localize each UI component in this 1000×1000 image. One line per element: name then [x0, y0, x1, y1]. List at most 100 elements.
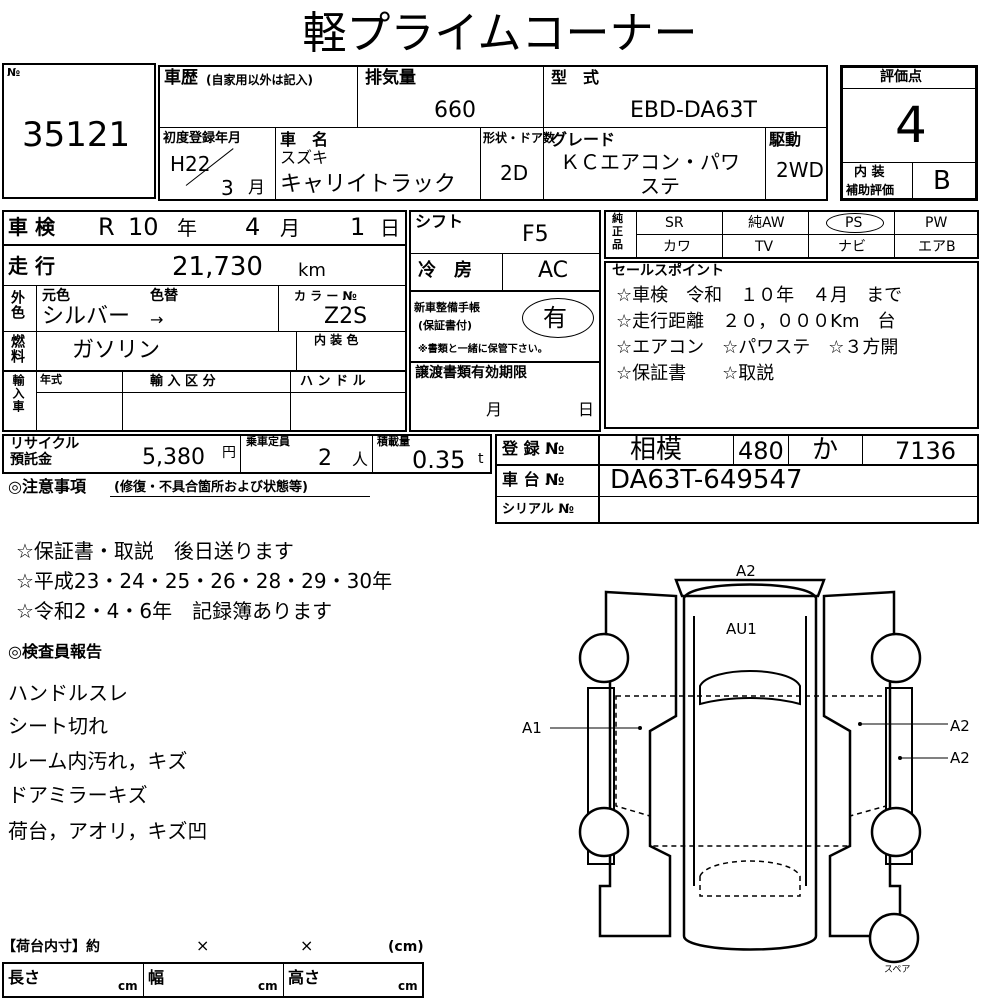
transfer-month-unit: 月	[486, 400, 503, 419]
equip-sr: SR	[665, 215, 684, 231]
wheel-rear-left	[578, 806, 630, 858]
inspector-line: ドアミラーキズ	[8, 783, 148, 807]
sales-point-line: ☆走行距離 ２０，０００Km 台	[616, 311, 896, 332]
bed-dim-table	[2, 962, 424, 998]
diagram-label-left: A1	[522, 719, 542, 737]
car-name-label: 車 名	[280, 130, 329, 149]
left-side-rail	[587, 687, 615, 865]
displacement-value: 660	[434, 98, 476, 123]
inspector-heading: ◎検査員報告	[8, 642, 102, 661]
first-reg-month-unit: 月	[248, 178, 265, 198]
inspection-day-unit: 日	[380, 216, 400, 240]
inspection-block	[2, 210, 407, 432]
inspector-line: 荷台，アオリ，キズ凹	[8, 819, 208, 843]
bed-times2: ×	[300, 936, 314, 955]
bed-times1: ×	[196, 936, 210, 955]
history-sub: (自家用以外は記入)	[206, 73, 313, 87]
recycle-block	[2, 434, 492, 474]
aircon-label: 冷 房	[418, 260, 472, 281]
front-bumper	[674, 578, 826, 598]
interior-color-label: 内 装 色	[314, 333, 359, 347]
registration-area: 相模	[630, 435, 683, 465]
interior-score-label2: 補助評価	[846, 183, 895, 197]
shift-label: シフト	[415, 212, 464, 231]
registration-class: 480	[738, 437, 784, 465]
sales-point-line: ☆保証書 ☆取説	[616, 363, 775, 384]
load-unit: t	[478, 451, 484, 467]
wheel-spare	[868, 912, 920, 964]
inspection-year: 10	[128, 213, 159, 241]
equip-leather: カワ	[663, 239, 691, 255]
grade-line2: ステ	[640, 174, 680, 198]
mileage-value: 21,730	[172, 252, 263, 282]
wheel-front-right	[870, 632, 922, 684]
inspection-era: R	[98, 213, 115, 241]
interior-score-label1: 内 装	[854, 165, 885, 180]
equip-aw: 純AW	[748, 215, 785, 231]
inspection-month-unit: 月	[280, 216, 300, 240]
model-label: 型 式	[551, 68, 600, 87]
sales-points-block	[604, 261, 979, 429]
import-year-label: 年式	[40, 373, 62, 386]
inspection-year-unit: 年	[177, 216, 197, 240]
recycle-label1: リサイクル	[10, 436, 80, 452]
sales-point-line: ☆車検 令和 １０年 ４月 まで	[616, 285, 903, 306]
inspector-line: シート切れ	[8, 714, 108, 738]
wheel-front-left	[578, 632, 630, 684]
recycle-unit: 円	[222, 445, 236, 461]
wheel-rear-right	[870, 806, 922, 858]
equip-navi: ナビ	[838, 239, 866, 255]
equipment-block	[604, 210, 979, 259]
diagram-label-right2: A2	[950, 749, 970, 767]
warranty-label2: (保証書付)	[418, 319, 473, 332]
transfer-day-unit: 日	[578, 400, 595, 419]
drive-value: 2WD	[776, 158, 824, 182]
grade-line1: ＫＣエアコン・パワ	[560, 150, 740, 174]
fuel-value: ガソリン	[72, 338, 161, 363]
bed-outline-dashed	[615, 695, 887, 847]
bed-length-label: 長さ	[8, 968, 41, 987]
import-side-label: 輸入車	[11, 374, 25, 413]
score-box	[840, 65, 978, 201]
registration-block	[495, 434, 979, 524]
color-code: Z2S	[324, 304, 368, 329]
bed-width-label: 幅	[148, 968, 165, 987]
orig-color-label: 元色	[42, 288, 70, 304]
shift-block	[409, 210, 601, 432]
warranty-label1: 新車整備手帳	[414, 301, 480, 314]
fuel-label: 燃料	[9, 334, 25, 364]
inspector-line: ルーム内汚れ，キズ	[8, 749, 188, 773]
color-code-label: カ ラ ー №	[294, 289, 357, 303]
registration-kana: か	[812, 435, 839, 465]
vehicle-info-box	[158, 65, 828, 201]
windshield	[699, 670, 801, 706]
grade-label: グレード	[551, 130, 616, 149]
interior-score-value: B	[933, 166, 951, 196]
registration-label: 登 録 №	[502, 439, 565, 458]
warranty-oval	[522, 298, 594, 338]
color-value: シルバー	[42, 304, 131, 329]
import-type-label: 輸 入 区 分	[150, 374, 216, 389]
doors-label: 形状・ドア数	[483, 131, 556, 145]
notes-heading: ◎注意事項	[8, 477, 86, 496]
change-color-label: 色替	[150, 288, 178, 304]
bed-height-cm: cm	[398, 979, 418, 993]
inspector-line: ハンドルスレ	[8, 681, 128, 705]
cab-outline	[682, 583, 818, 951]
load-value: 0.35	[412, 446, 466, 474]
warranty-value: 有	[543, 304, 567, 332]
note-line: ☆令和2・4・6年 記録簿あります	[16, 599, 333, 623]
diagram-label-top: A2	[736, 562, 756, 580]
transfer-label: 譲渡書類有効期限	[415, 365, 527, 381]
drive-label: 駆動	[769, 130, 802, 149]
aircon-value: AC	[538, 258, 569, 283]
first-reg-year: H22	[170, 152, 211, 176]
lot-label: №	[7, 66, 21, 79]
notes-heading-sub: (修復・不具合箇所および状態等)	[114, 480, 308, 495]
car-name: キャリイトラック	[280, 172, 457, 197]
color-arrow: →	[150, 310, 164, 329]
car-maker: スズキ	[280, 148, 329, 167]
doors-value: 2D	[500, 161, 529, 185]
exterior-color-side-label: 外色	[9, 290, 25, 320]
history-label: 車歴	[164, 68, 198, 88]
